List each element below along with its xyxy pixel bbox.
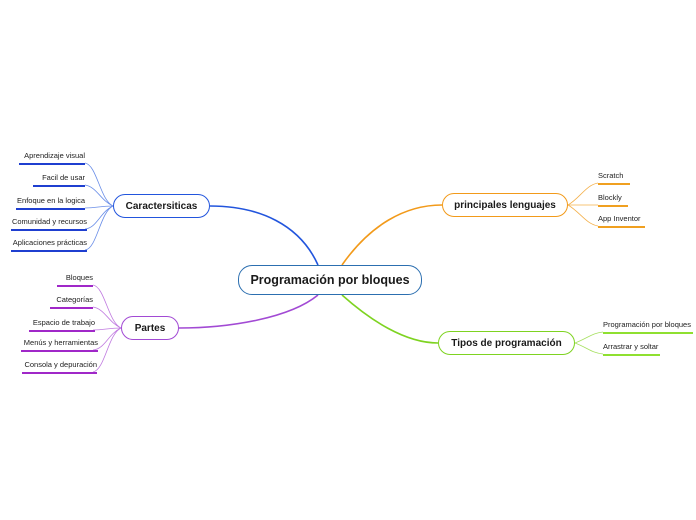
topic-caracteristicas-label: Caractersiticas [125,200,198,212]
leaf-caracteristicas-2[interactable]: Facil de usar [33,173,85,187]
connector-partes [178,294,319,329]
central-topic-label: Programación por bloques [250,273,410,287]
leaf-link-lenguajes-1 [567,182,599,206]
topic-lenguajes-label: principales lenguajes [454,199,556,211]
topic-lenguajes[interactable]: principales lenguajes [442,193,568,217]
topic-caracteristicas[interactable]: Caractersiticas [113,194,210,218]
leaf-lenguajes-2[interactable]: Blockly [598,193,628,207]
topic-tipos-label: Tipos de programación [451,337,562,349]
leaf-caracteristicas-4[interactable]: Comunidad y recursos [11,217,87,231]
leaf-link-partes-2 [92,306,122,329]
leaf-lenguajes-3[interactable]: App Inventor [598,214,645,228]
connector-lenguajes [341,204,443,266]
leaf-link-partes-5 [92,327,122,373]
leaf-lenguajes-1[interactable]: Scratch [598,171,630,185]
leaf-tipos-2[interactable]: Arrastrar y soltar [603,342,660,356]
central-topic[interactable]: Programación por bloques [238,265,422,295]
leaf-link-tipos-2 [574,342,604,355]
leaf-tipos-1[interactable]: Programación por bloques [603,320,693,334]
topic-tipos[interactable]: Tipos de programación [438,331,575,355]
topic-partes[interactable]: Partes [121,316,179,340]
leaf-partes-5[interactable]: Consola y depuración [22,360,97,374]
topic-partes-label: Partes [134,322,166,334]
leaf-partes-1[interactable]: Bloques [57,273,93,287]
leaf-caracteristicas-5[interactable]: Aplicaciones prácticas [11,238,87,252]
leaf-caracteristicas-3[interactable]: Enfoque en la logica [16,196,85,210]
leaf-link-lenguajes-3 [567,204,599,227]
connector-caracteristicas [209,205,319,266]
leaf-partes-2[interactable]: Categorías [50,295,93,309]
leaf-caracteristicas-1[interactable]: Aprendizaje visual [19,151,85,165]
leaf-link-caracteristicas-3 [84,205,114,209]
connector-tipos [341,294,439,344]
leaf-link-partes-1 [92,284,122,329]
leaf-link-caracteristicas-5 [84,205,114,251]
leaf-link-partes-3 [92,327,122,331]
leaf-link-caracteristicas-1 [84,162,114,207]
leaf-partes-3[interactable]: Espacio de trabajo [29,318,95,332]
leaf-partes-4[interactable]: Menús y herramientas [21,338,98,352]
leaf-link-tipos-1 [574,331,604,344]
leaf-link-caracteristicas-2 [84,184,114,207]
